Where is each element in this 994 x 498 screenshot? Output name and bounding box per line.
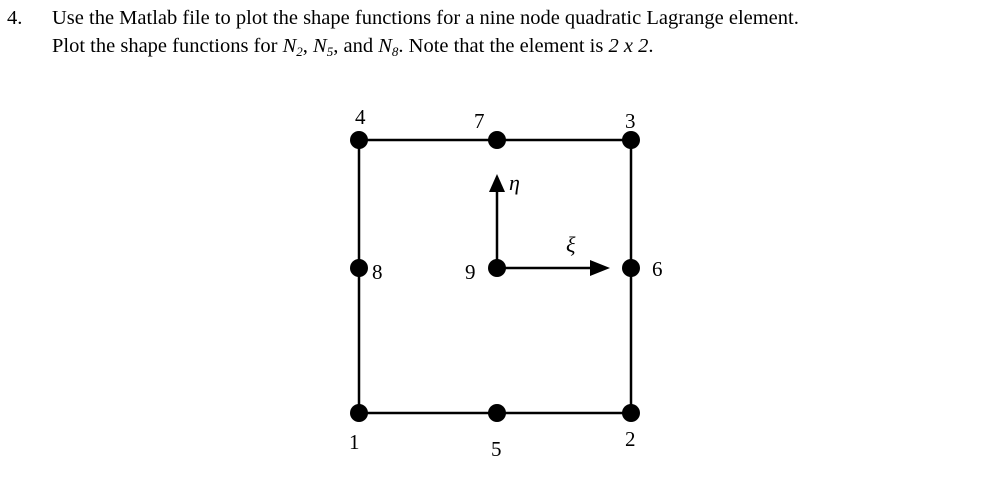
node-label-1: 1 [349, 430, 360, 454]
node-label-3: 3 [625, 109, 636, 133]
line2-prefix: Plot the shape functions for [52, 35, 283, 57]
node-9 [488, 259, 506, 277]
problem-line-1: Use the Matlab file to plot the shape fu… [52, 7, 799, 29]
node-label-4: 4 [355, 105, 366, 129]
eta-arrowhead [489, 174, 505, 192]
shape-function-n8: N8 [378, 35, 399, 59]
node-label-5: 5 [491, 437, 502, 461]
node-5 [488, 404, 506, 422]
shape-function-n5: N5 [313, 35, 334, 59]
xi-label: ξ [566, 232, 576, 257]
line2-middle: . Note that the element is [398, 35, 609, 57]
node-label-8: 8 [372, 260, 383, 284]
node-6 [622, 259, 640, 277]
node-label-7: 7 [474, 109, 485, 133]
node-label-2: 2 [625, 427, 636, 451]
problem-line-2: Plot the shape functions for N2, N5, and… [52, 34, 653, 58]
node-label-9: 9 [465, 260, 476, 284]
node-4 [350, 131, 368, 149]
shape-function-n2: N2 [282, 35, 303, 59]
node-3 [622, 131, 640, 149]
separator-1: , [302, 35, 314, 57]
node-label-6: 6 [652, 257, 663, 281]
line2-end: . [648, 35, 654, 57]
node-7 [488, 131, 506, 149]
eta-label: η [509, 170, 520, 195]
xi-arrowhead [590, 260, 610, 276]
node-8 [350, 259, 368, 277]
element-size: 2 x 2 [608, 35, 649, 57]
node-2 [622, 404, 640, 422]
problem-number: 4. [7, 7, 23, 29]
separator-2: , and [333, 35, 379, 57]
node-1 [350, 404, 368, 422]
